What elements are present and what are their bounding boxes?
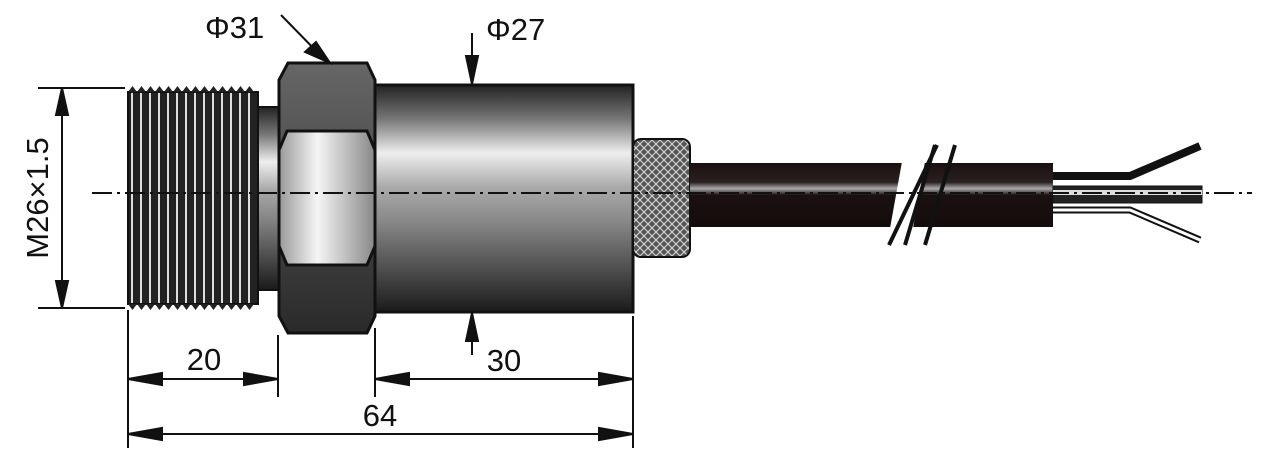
wires bbox=[1052, 142, 1203, 244]
hex-nut bbox=[277, 61, 377, 335]
body-diameter-label: Φ27 bbox=[486, 12, 545, 47]
knurled-nut bbox=[632, 138, 691, 258]
dimension-lines bbox=[38, 14, 634, 448]
cable bbox=[690, 144, 1053, 246]
cable-break-icon bbox=[887, 144, 939, 246]
neck bbox=[257, 106, 281, 291]
body-cylinder bbox=[373, 83, 635, 314]
thread-section bbox=[127, 86, 259, 310]
thread-dimension-label: M26×1.5 bbox=[20, 137, 55, 259]
hex-diameter-label: Φ31 bbox=[205, 10, 264, 45]
overall-length-label: 64 bbox=[363, 398, 397, 433]
thread-length-label: 20 bbox=[187, 342, 221, 377]
body-length-label: 30 bbox=[487, 343, 521, 378]
